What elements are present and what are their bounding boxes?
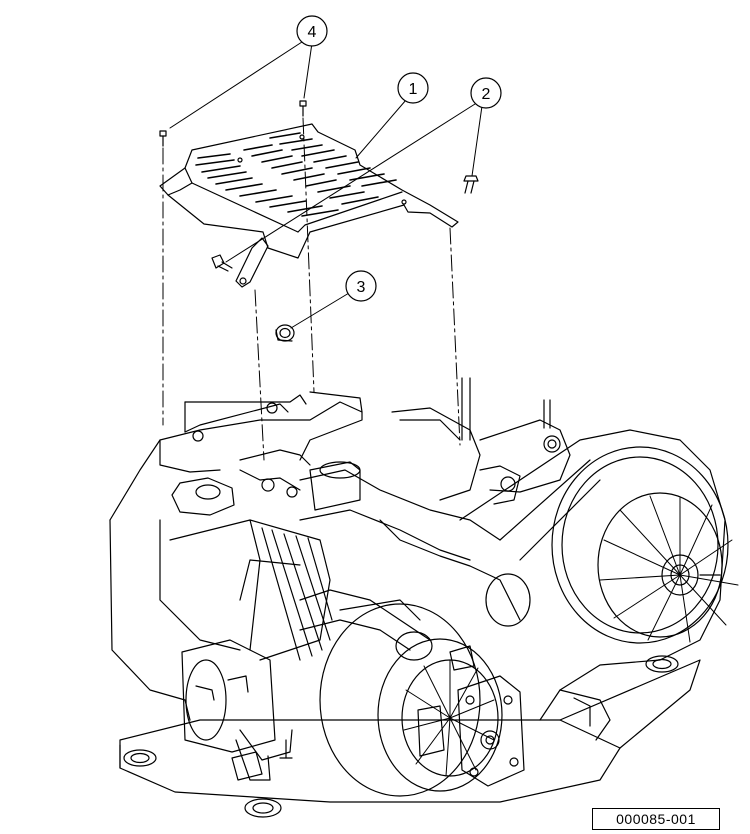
bolt-left-top — [159, 130, 167, 147]
callout-3: 3 — [345, 270, 377, 302]
heat-shield-cover — [159, 123, 459, 288]
bolt-right — [463, 175, 479, 194]
callout-4: 4 — [296, 15, 328, 47]
engine-assembly — [109, 377, 739, 818]
bolt-center-top — [299, 100, 307, 117]
callout-1: 1 — [397, 72, 429, 104]
figure-id-label: 000085-001 — [592, 808, 720, 830]
callout-2-label: 2 — [482, 86, 491, 103]
bolt-left-bracket — [211, 254, 233, 272]
callout-2: 2 — [470, 77, 502, 109]
alignment-lines — [162, 117, 461, 461]
grommet — [275, 324, 295, 342]
callout-3-label: 3 — [357, 279, 366, 296]
callout-4-label: 4 — [308, 24, 317, 41]
callout-leaders — [169, 39, 483, 329]
callout-1-label: 1 — [409, 81, 418, 98]
